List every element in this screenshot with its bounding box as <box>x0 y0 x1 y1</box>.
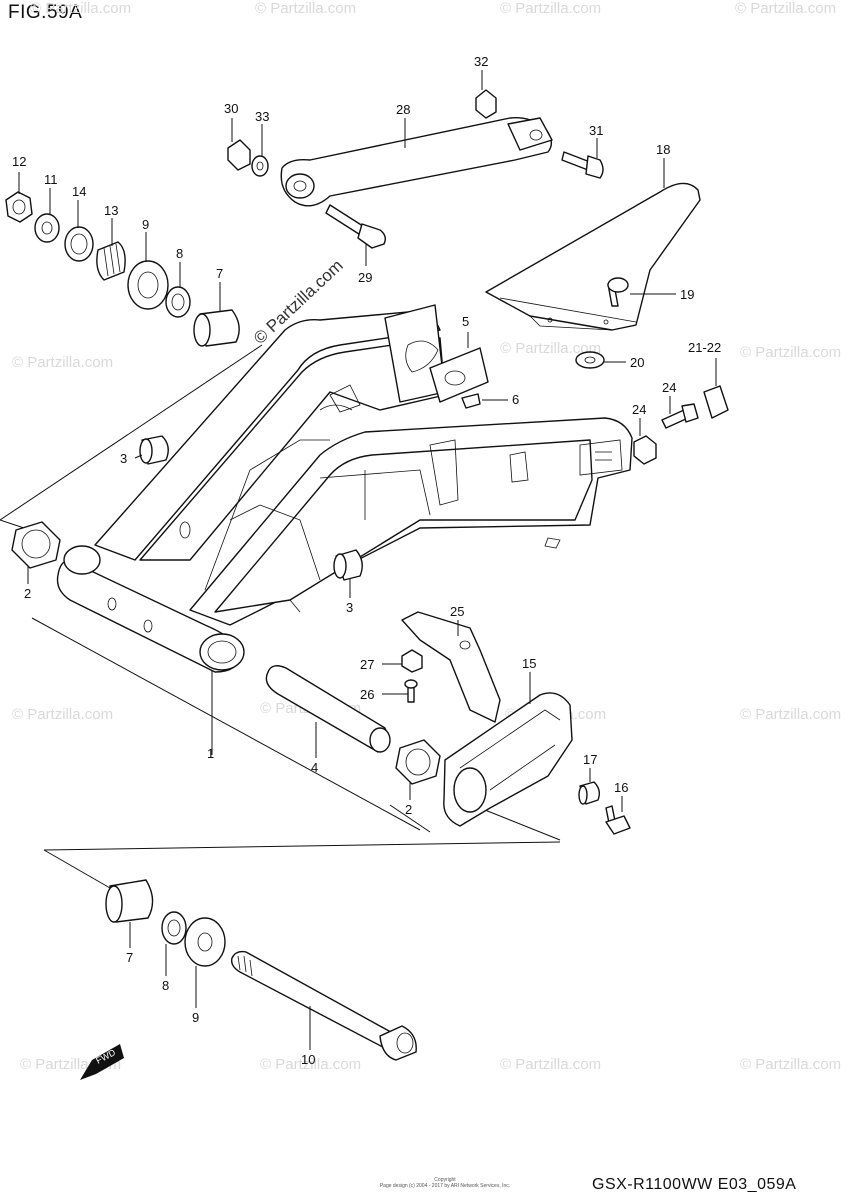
callout-2-right: 2 <box>405 802 412 817</box>
callout-28: 28 <box>396 102 410 117</box>
nut-part-24 <box>633 435 657 465</box>
washer-part-8-lower <box>161 911 187 945</box>
watermark: © Partzilla.com <box>260 1056 362 1073</box>
bearing-part-9-upper <box>127 260 169 310</box>
washer-part-20 <box>575 351 605 369</box>
watermark: © Partzilla.com <box>12 354 114 371</box>
callout-3-lower: 3 <box>346 600 353 615</box>
washer-part-8-upper <box>165 286 191 318</box>
screw-part-26 <box>404 679 418 703</box>
callout-9-lower: 9 <box>192 1010 199 1025</box>
forward-arrow-icon: FWD <box>80 1044 124 1080</box>
callout-24-lower: 24 <box>632 402 646 417</box>
watermark: © Partzilla.com <box>500 1056 602 1073</box>
spacer-part-7-lower <box>105 879 154 923</box>
callout-19: 19 <box>680 287 694 302</box>
callout-5: 5 <box>462 314 469 329</box>
callout-7-lower: 7 <box>126 950 133 965</box>
callout-1: 1 <box>207 746 214 761</box>
bushing-part-3-lower <box>333 549 363 581</box>
callout-25: 25 <box>450 604 464 619</box>
watermark: © Partzilla.com <box>740 1056 842 1073</box>
chain-guard-part-18 <box>485 182 701 331</box>
callout-31: 31 <box>589 123 603 138</box>
nut-part-30 <box>227 139 251 171</box>
callout-15: 15 <box>522 656 536 671</box>
collar-part-17 <box>578 781 601 805</box>
watermark: © Partzilla.com <box>30 0 132 17</box>
callout-20: 20 <box>630 355 644 370</box>
adjuster-block-part-21-22 <box>703 385 729 419</box>
torque-link-part-28 <box>280 117 553 207</box>
model-code: GSX-R1100WW E03_059A <box>592 1176 797 1193</box>
pivot-shaft-part-10 <box>230 950 417 1061</box>
thrust-washer-part-14 <box>64 226 94 262</box>
sleeve-part-4 <box>265 665 391 753</box>
watermark: © Partzilla.com <box>500 0 602 17</box>
figure-label: FIG.59A <box>8 2 83 23</box>
callout-32: 32 <box>474 54 488 69</box>
callout-6: 6 <box>512 392 519 407</box>
callout-labels: 12 11 14 13 9 8 7 30 33 28 32 31 18 19 2… <box>12 54 721 1067</box>
callout-12: 12 <box>12 154 26 169</box>
callout-18: 18 <box>656 142 670 157</box>
callout-29: 29 <box>358 270 372 285</box>
watermark: © Partzilla.com <box>740 706 842 723</box>
callout-27: 27 <box>360 657 374 672</box>
callout-9-upper: 9 <box>142 217 149 232</box>
bearing-part-2-right <box>395 739 441 785</box>
nut-part-32 <box>475 89 497 119</box>
leader-lines <box>18 70 717 1050</box>
screw-part-19 <box>607 277 629 307</box>
callout-17: 17 <box>583 752 597 767</box>
spacer-part-7-upper <box>193 309 240 347</box>
bolt-part-16 <box>605 805 631 835</box>
spring-collar-part-13 <box>96 241 126 281</box>
copyright-notice: Copyright Page design (c) 2004 - 2017 by… <box>370 1177 520 1189</box>
callout-24-upper: 24 <box>662 380 676 395</box>
watermark: © Partzilla.com <box>12 706 114 723</box>
bushing-part-3-upper <box>139 435 169 465</box>
callout-8-lower: 8 <box>162 978 169 993</box>
bolt-part-31 <box>561 151 604 179</box>
bolt-part-29 <box>325 204 387 249</box>
callout-13: 13 <box>104 203 118 218</box>
callout-33: 33 <box>255 109 269 124</box>
callout-4: 4 <box>311 760 318 775</box>
bearing-part-2-left <box>11 521 61 569</box>
callout-8-upper: 8 <box>176 246 183 261</box>
screw-part-6 <box>461 393 481 409</box>
callout-26: 26 <box>360 687 374 702</box>
copyright-line-1: Copyright <box>434 1177 456 1183</box>
washer-part-33 <box>251 155 269 177</box>
watermark: © Partzilla.com <box>740 344 842 361</box>
callout-16: 16 <box>614 780 628 795</box>
bracket-plate-part-5 <box>429 347 489 403</box>
fastener-part-27 <box>401 649 423 673</box>
callout-2-left: 2 <box>24 586 31 601</box>
watermark: © Partzilla.com <box>500 340 602 357</box>
watermark: © Partzilla.com <box>255 0 357 17</box>
bracket-part-25 <box>401 611 501 723</box>
callout-11: 11 <box>44 172 58 187</box>
swingarm <box>56 304 633 673</box>
chain-case-part-15 <box>443 692 573 827</box>
callout-30: 30 <box>224 101 238 116</box>
bolt-part-24 <box>661 403 699 429</box>
watermark: © Partzilla.com <box>735 0 837 17</box>
callout-14: 14 <box>72 184 86 199</box>
callout-21-22: 21-22 <box>688 340 721 355</box>
callout-3-upper: 3 <box>120 451 127 466</box>
washer-part-9-lower <box>184 917 226 967</box>
copyright-line-2: Page design (c) 2004 - 2017 by ARI Netwo… <box>379 1183 511 1189</box>
callout-10: 10 <box>301 1052 315 1067</box>
pivot-nut-part-12 <box>5 191 33 223</box>
callout-7-upper: 7 <box>216 266 223 281</box>
washer-part-11 <box>34 213 60 243</box>
